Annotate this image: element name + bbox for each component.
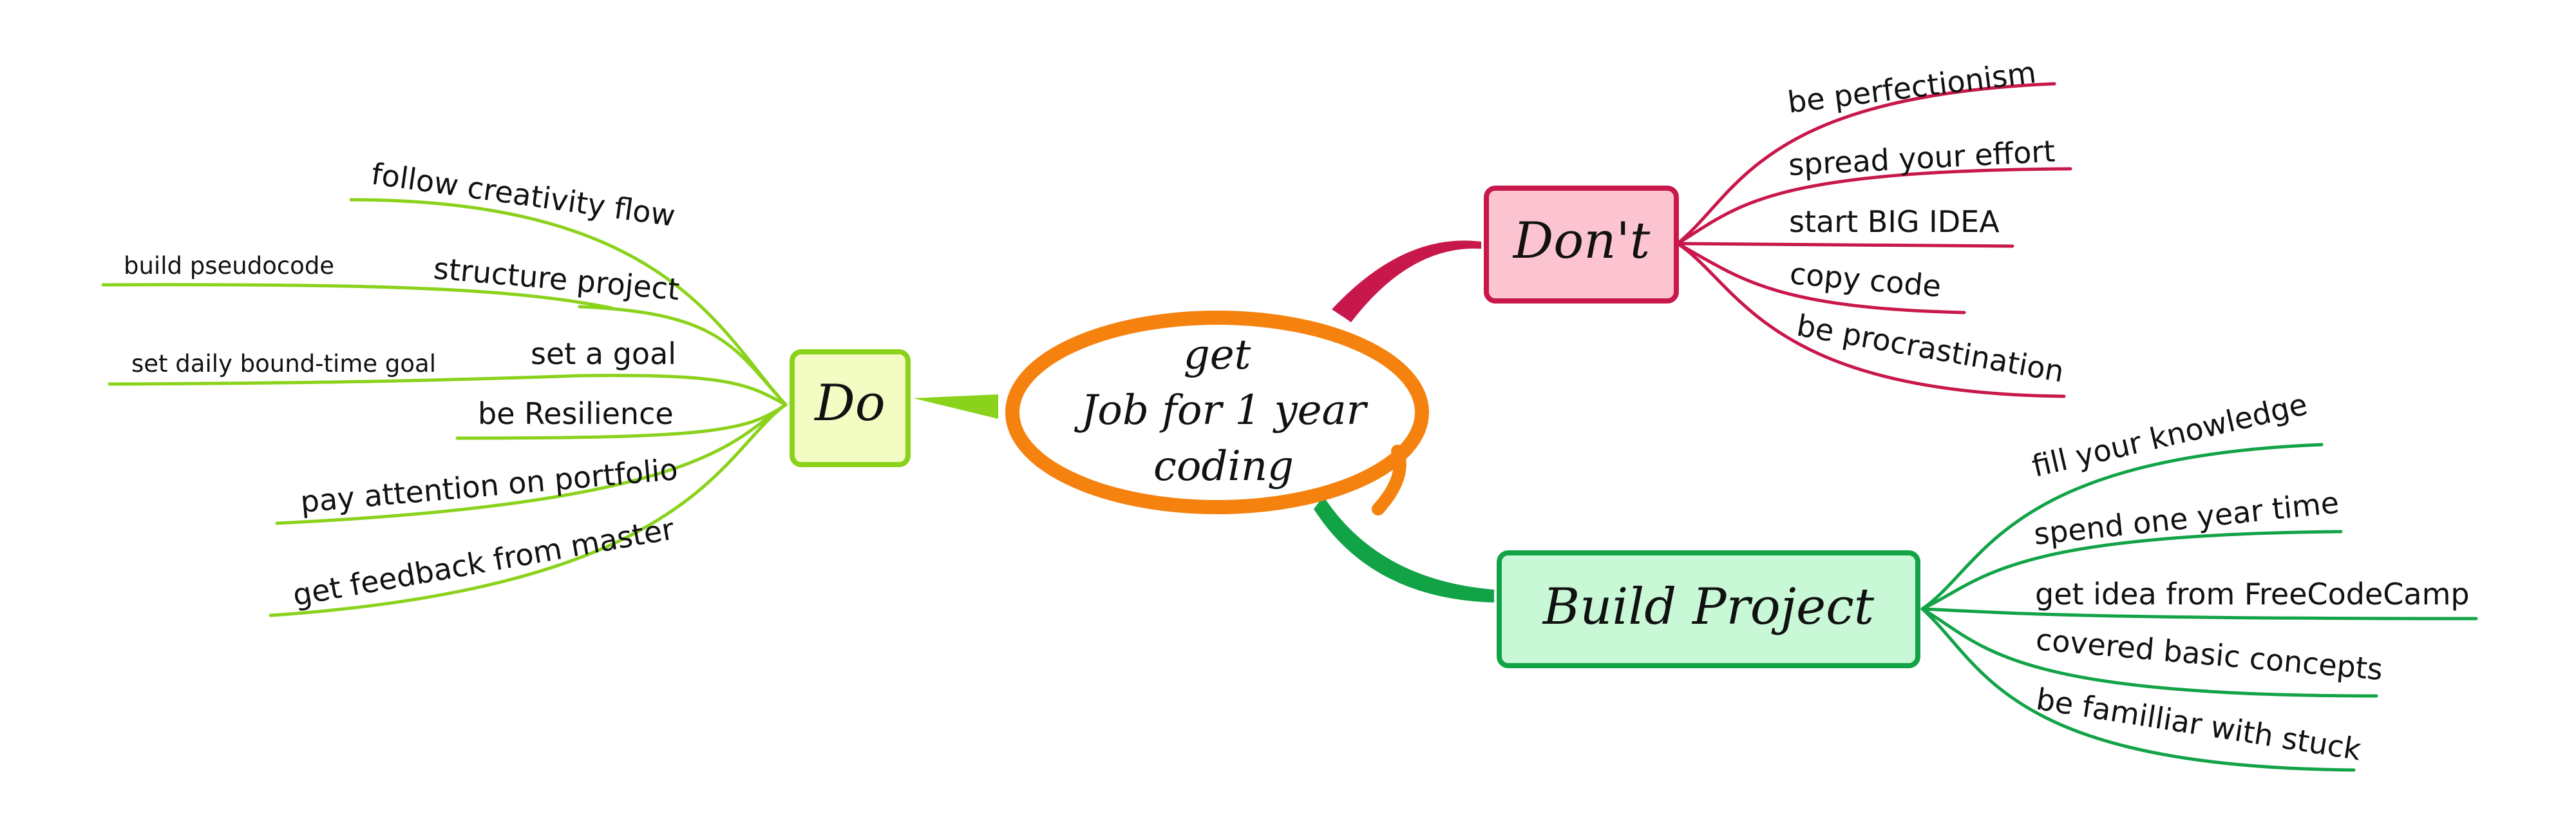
do-connector (275, 403, 788, 525)
dont-leaf-spread-your-effort[interactable]: spread your effort (1788, 133, 2056, 182)
do-leaf-be-resilience[interactable]: be Resilience (478, 396, 674, 431)
do-node-box (790, 349, 911, 467)
build-node-label: Build Project (1542, 578, 1875, 636)
build-project-topic[interactable]: Build Project (1497, 550, 1920, 668)
dont-connector (1676, 167, 2072, 246)
do-connector (578, 374, 788, 407)
build-connector (1920, 607, 2378, 698)
center-title-line-3: coding (1153, 443, 1294, 490)
do-connector (108, 374, 582, 386)
do-connector (578, 305, 788, 407)
do-connector (269, 403, 788, 617)
center-title-line-1: get (1184, 331, 1251, 379)
dont-topic[interactable]: Don't (1484, 186, 1679, 304)
build-connector (1920, 607, 2478, 621)
build-connector (1920, 530, 2343, 611)
dont-leaf-be-perfectionism[interactable]: be perfectionism (1786, 55, 2038, 120)
do-leaf-follow-creativity-flow[interactable]: follow creativity flow (369, 156, 677, 233)
dont-leaf-copy-code[interactable]: copy code (1788, 256, 1942, 304)
center-ellipse (1005, 311, 1429, 514)
connector-center-dont (1332, 240, 1481, 322)
do-node-label: Do (813, 374, 886, 432)
build-leaf-fill-your-knowledge[interactable]: fill your knowledge (2029, 387, 2311, 484)
build-leaf-get-idea-from-freecodecamp[interactable]: get idea from FreeCodeCamp (2035, 577, 2470, 612)
build-connector (1920, 443, 2324, 611)
dont-node-label: Don't (1512, 212, 1651, 270)
center-title-line-2: Job for 1 year (1074, 387, 1368, 434)
build-connector (1920, 607, 2356, 772)
dont-connector (1676, 242, 1966, 314)
build-node-box (1497, 550, 1920, 668)
do-leaf-get-feedback-from-master[interactable]: get feedback from master (290, 511, 677, 612)
dont-leaf-start-big-idea[interactable]: start BIG IDEA (1789, 204, 2000, 239)
dont-connector (1676, 242, 2066, 398)
do-leaf-build-pseudocode[interactable]: build pseudocode (124, 252, 334, 280)
do-connector (101, 283, 614, 310)
dont-connector (1676, 242, 2014, 248)
build-leaf-spend-one-year-time[interactable]: spend one year time (2032, 485, 2341, 551)
do-leaf-set-a-goal[interactable]: set a goal (531, 336, 676, 371)
center-topic[interactable]: get Job for 1 year coding (1005, 311, 1429, 515)
dont-connector (1676, 82, 2056, 246)
connector-center-do (913, 394, 998, 419)
do-leaf-pay-attention-on-portfolio[interactable]: pay attention on portfolio (299, 452, 679, 519)
center-ellipse-flick (1372, 445, 1406, 515)
dont-leaf-be-procrastination[interactable]: be procrastination (1794, 308, 2067, 389)
do-leaf-set-daily-bound-time-goal[interactable]: set daily bound-time goal (131, 350, 436, 378)
do-topic[interactable]: Do (790, 349, 911, 467)
connector-center-build (1314, 496, 1494, 602)
dont-node-box (1484, 186, 1679, 304)
